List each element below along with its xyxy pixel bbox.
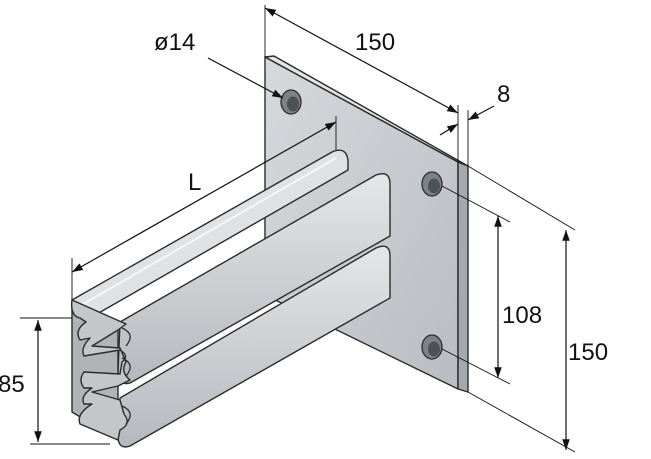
plate-thickness-label: 8 — [497, 81, 510, 108]
lower-channel-face — [117, 245, 391, 448]
dimension-plate-width: 150 — [264, 5, 459, 162]
hole-spacing-label: 108 — [502, 302, 542, 329]
channel-end-profile — [70, 299, 131, 441]
profile-height-label: 85 — [0, 371, 25, 398]
dimension-arm-length: L — [71, 116, 337, 300]
hole-diameter-label: ø14 — [154, 29, 195, 56]
dimension-hole-diameter: ø14 — [154, 29, 284, 99]
plate-width-label: 150 — [355, 29, 395, 56]
plate-height-label: 150 — [568, 339, 608, 366]
dimension-hole-spacing: 108 — [441, 185, 542, 385]
dimension-plate-thickness: 8 — [439, 81, 510, 166]
dimension-plate-height: 150 — [467, 165, 608, 453]
arm-length-label: L — [188, 169, 201, 196]
dimension-profile-height: 85 — [0, 317, 110, 445]
channel-arm — [70, 149, 391, 448]
plate-thickness-edge — [457, 161, 469, 393]
